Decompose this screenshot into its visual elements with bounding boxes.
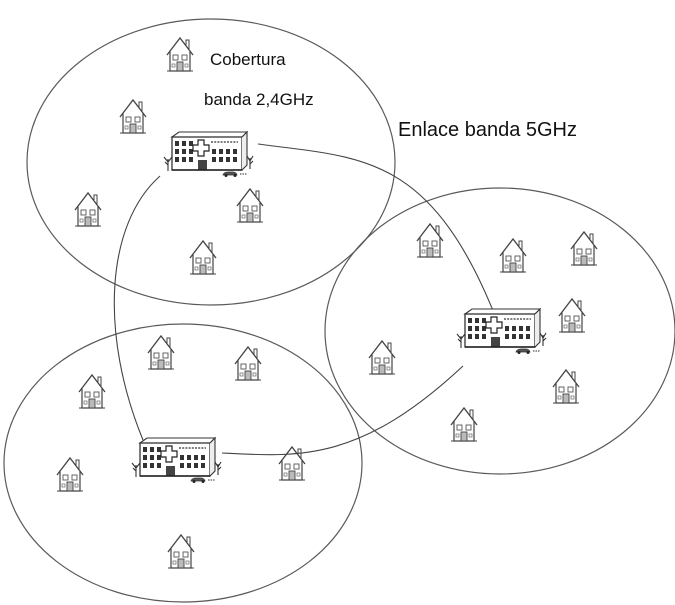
house-icon — [74, 192, 102, 227]
house-icon — [278, 446, 306, 481]
hospital-icon — [163, 131, 254, 178]
house-icon — [167, 534, 195, 569]
coverage-circle-north — [26, 18, 396, 306]
link-southwest-east — [221, 365, 464, 456]
house-icon — [368, 340, 396, 375]
house-icon — [570, 231, 598, 266]
house-icon — [78, 374, 106, 409]
link-north-southwest — [113, 175, 161, 441]
coverage-circle-southwest — [3, 323, 363, 603]
house-icon — [552, 369, 580, 404]
wireless-links — [113, 143, 497, 456]
coverage-label-line2: banda 2,4GHz — [204, 90, 314, 109]
hospitals — [131, 131, 547, 484]
house-icon — [234, 346, 262, 381]
link-label: Enlace banda 5GHz — [398, 119, 578, 141]
hospital-icon — [131, 437, 222, 484]
house-icon — [416, 223, 444, 258]
coverage-circles — [3, 18, 675, 603]
house-icon — [450, 407, 478, 442]
house-icon — [147, 335, 175, 370]
house-icon — [56, 457, 84, 492]
coverage-label-line1: Cobertura — [210, 50, 286, 69]
hospital-icon — [456, 308, 547, 355]
house-icon — [119, 99, 147, 134]
link-north-east — [257, 143, 497, 319]
house-icon — [236, 188, 264, 223]
house-icon — [166, 37, 194, 72]
house-icon — [499, 238, 527, 273]
house-icon — [558, 298, 586, 333]
house-icon — [189, 240, 217, 275]
coverage-circle-east — [324, 187, 675, 475]
houses — [56, 37, 598, 569]
